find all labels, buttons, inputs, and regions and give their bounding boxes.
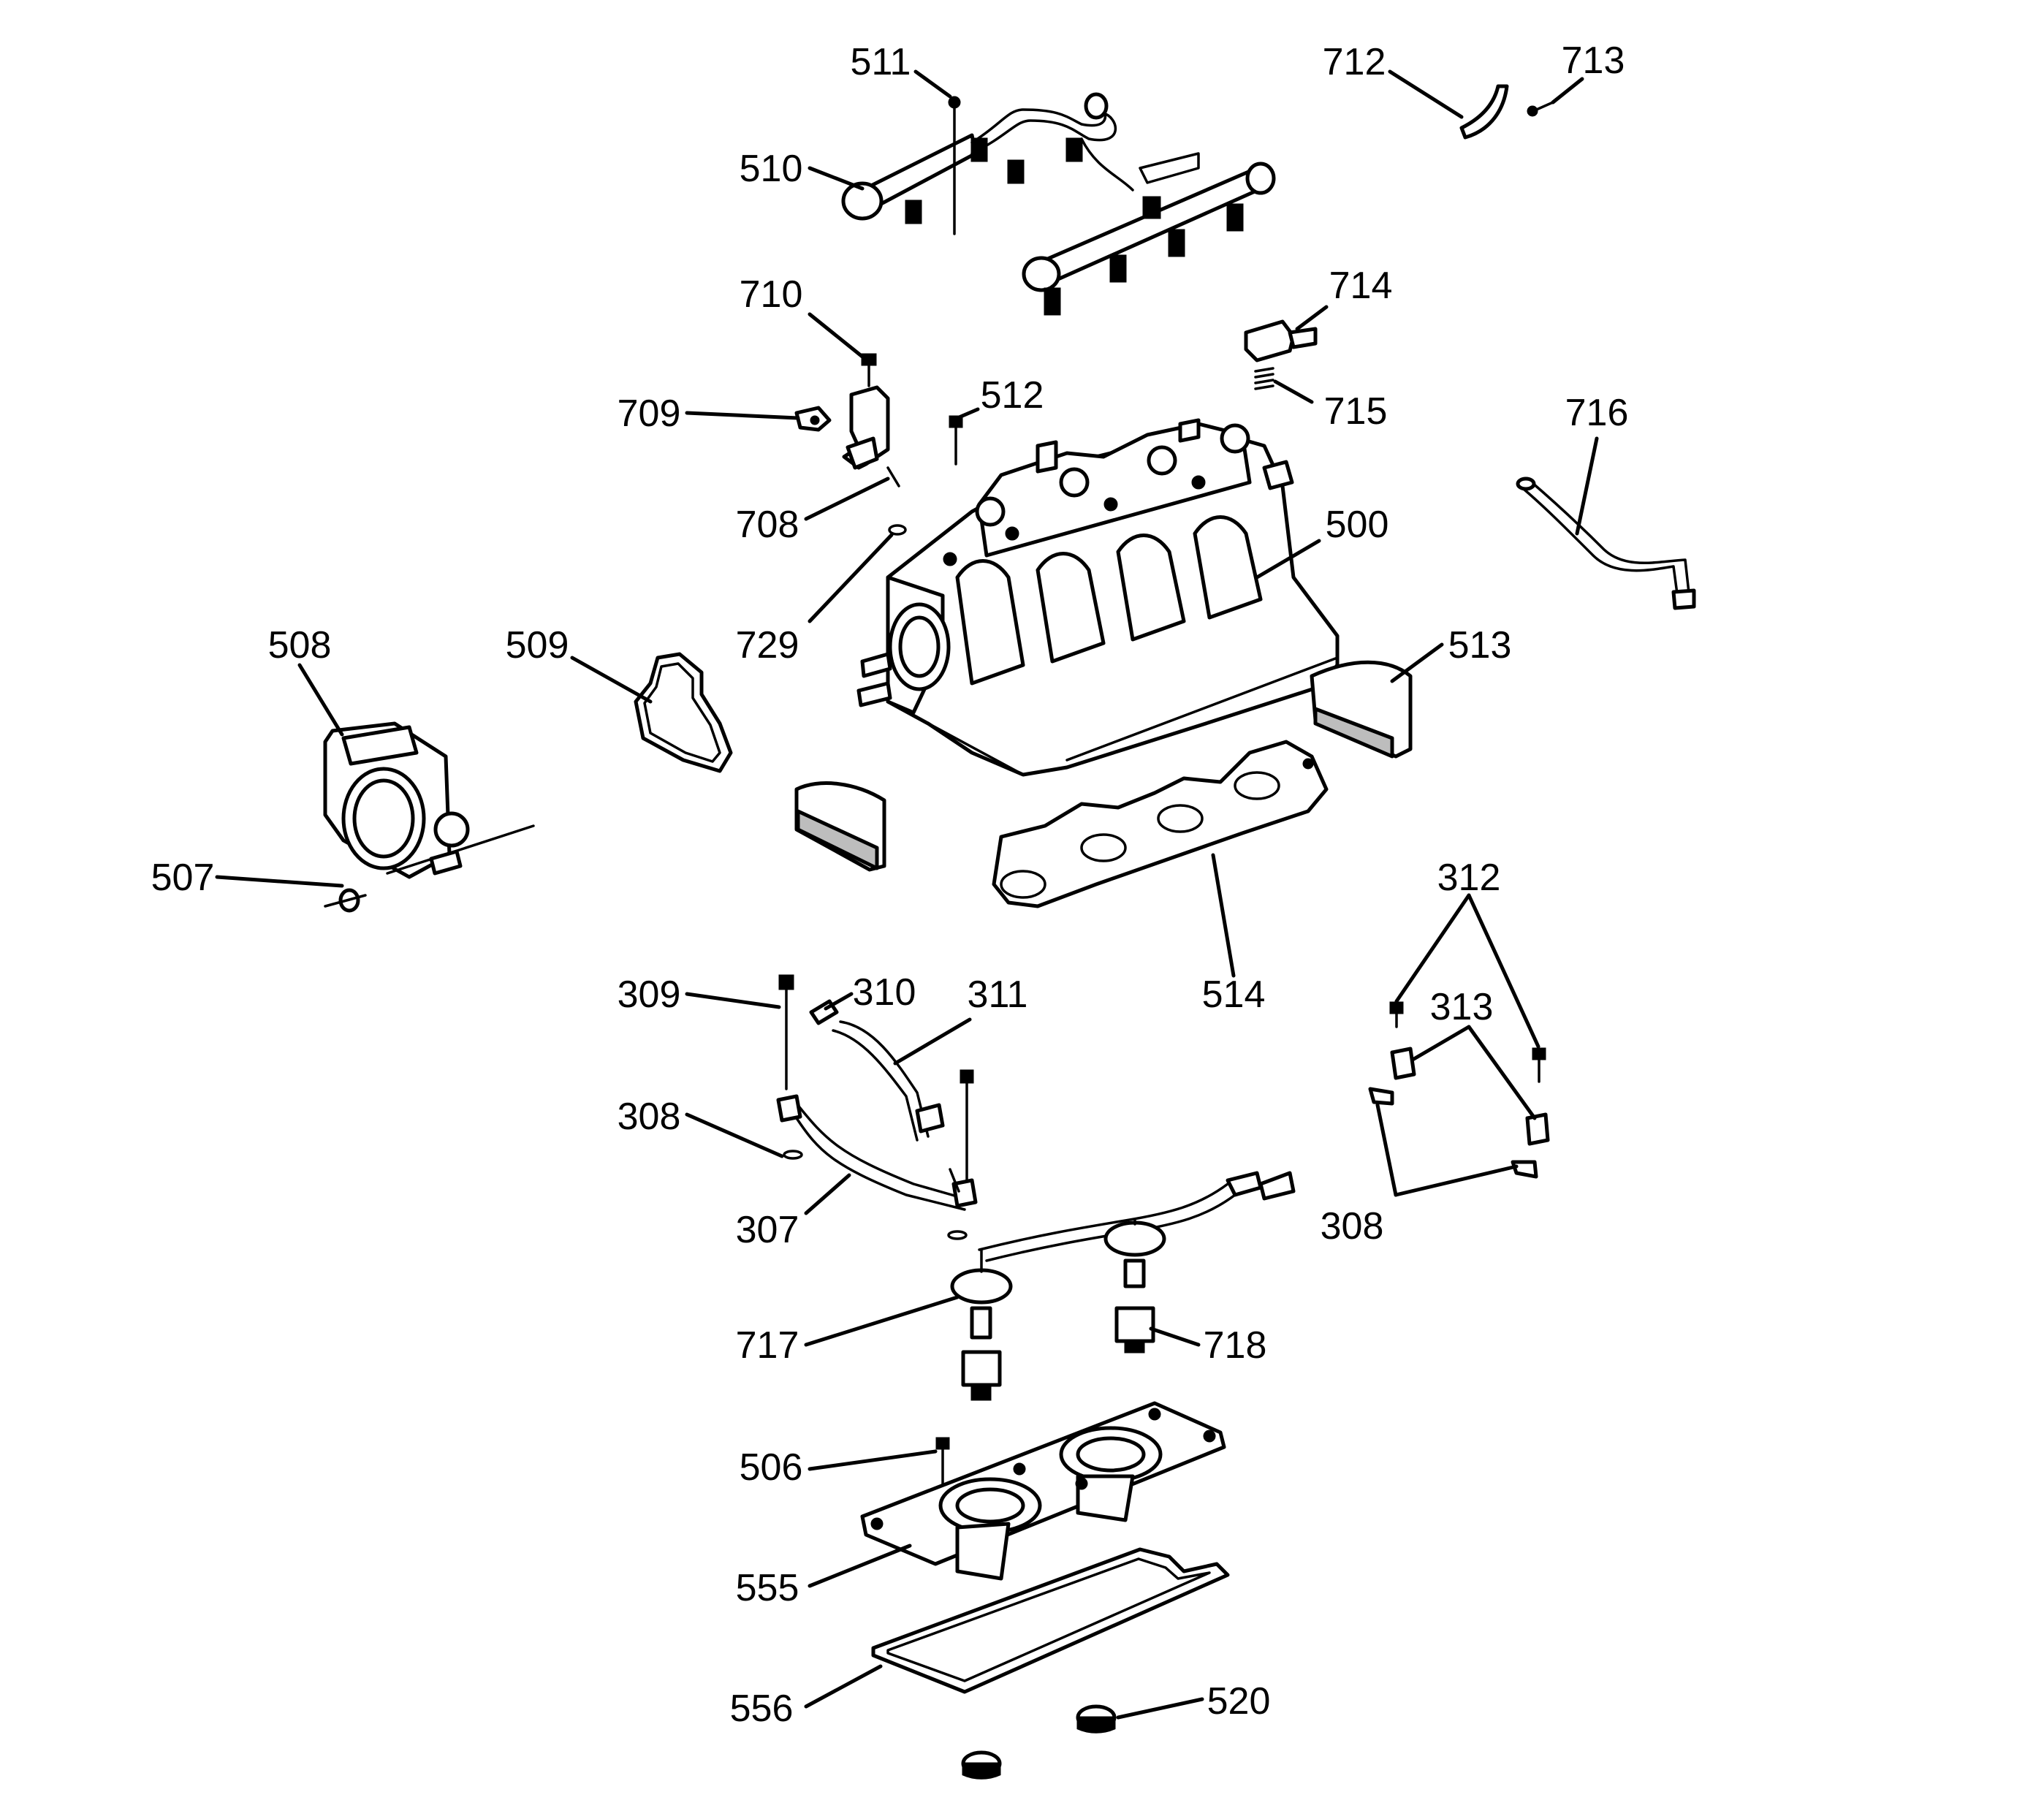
knock-sensor-harness — [950, 1171, 1296, 1305]
label-512: 512 — [981, 374, 1044, 417]
gasket-509 — [634, 652, 733, 773]
valley-cover-555 — [860, 1401, 1226, 1581]
label-714: 714 — [1329, 265, 1393, 307]
seal-507 — [324, 888, 367, 913]
label-313: 313 — [1430, 986, 1494, 1028]
label-508: 508 — [268, 624, 332, 667]
label-717: 717 — [736, 1324, 799, 1367]
intake-manifold-500 — [856, 418, 1340, 777]
label-715: 715 — [1324, 390, 1388, 433]
sensor-714 — [1244, 319, 1318, 362]
label-308-left: 308 — [618, 1096, 681, 1138]
label-309: 309 — [618, 973, 681, 1016]
knock-sensor-718 — [1114, 1258, 1155, 1353]
label-509: 509 — [506, 624, 569, 667]
label-712: 712 — [1323, 41, 1386, 83]
bolt-511 — [948, 96, 961, 235]
label-716: 716 — [1565, 392, 1629, 434]
gasket-556 — [871, 1547, 1230, 1694]
label-312: 312 — [1437, 857, 1501, 899]
label-500: 500 — [1326, 504, 1389, 546]
hose-712 — [1459, 84, 1509, 140]
label-507: 507 — [151, 857, 215, 899]
label-729: 729 — [736, 624, 799, 667]
brackets-313 — [1390, 1047, 1550, 1146]
bolt-311 — [960, 1069, 974, 1200]
throttle-body-508 — [323, 721, 535, 879]
leader-lines — [215, 69, 1599, 1720]
label-709: 709 — [618, 392, 681, 435]
bolt-506 — [935, 1437, 950, 1489]
label-713: 713 — [1562, 39, 1625, 82]
label-514: 514 — [1202, 973, 1266, 1016]
harness-307 — [776, 1094, 978, 1240]
bolt-512 — [949, 415, 963, 466]
label-307: 307 — [736, 1209, 799, 1251]
clip-709 — [794, 406, 832, 432]
label-510: 510 — [740, 148, 803, 190]
gasket-514 — [992, 740, 1329, 908]
label-710: 710 — [740, 273, 803, 316]
label-708: 708 — [736, 504, 799, 546]
label-520: 520 — [1207, 1680, 1271, 1723]
grommet-520 — [961, 1704, 1117, 1780]
knock-sensor-717 — [961, 1306, 1002, 1401]
label-311: 311 — [968, 973, 1028, 1016]
pipe-716 — [1516, 477, 1696, 610]
bolt-309 — [778, 974, 794, 1090]
label-511: 511 — [851, 41, 911, 83]
label-555: 555 — [736, 1567, 799, 1609]
harness-311 — [832, 1020, 945, 1142]
washers-308 — [1368, 1087, 1538, 1179]
o-ring-729 — [888, 524, 907, 536]
fuel-rail-510 — [841, 92, 1276, 316]
label-310: 310 — [853, 971, 916, 1014]
spring-715 — [1254, 367, 1274, 390]
insulator-513 — [1310, 660, 1413, 759]
label-308-right: 308 — [1321, 1205, 1384, 1248]
sensor-708 — [842, 385, 900, 487]
bolts-312 — [1389, 1001, 1546, 1083]
label-506: 506 — [740, 1446, 803, 1489]
insulator-left — [794, 781, 886, 872]
bolt-710 — [861, 353, 877, 387]
callout-labels: 511 510 712 713 710 714 709 512 715 716 … — [151, 39, 1629, 1730]
label-718: 718 — [1204, 1324, 1267, 1367]
label-556: 556 — [730, 1687, 794, 1730]
screw-713 — [1527, 101, 1554, 117]
label-513: 513 — [1448, 624, 1512, 667]
